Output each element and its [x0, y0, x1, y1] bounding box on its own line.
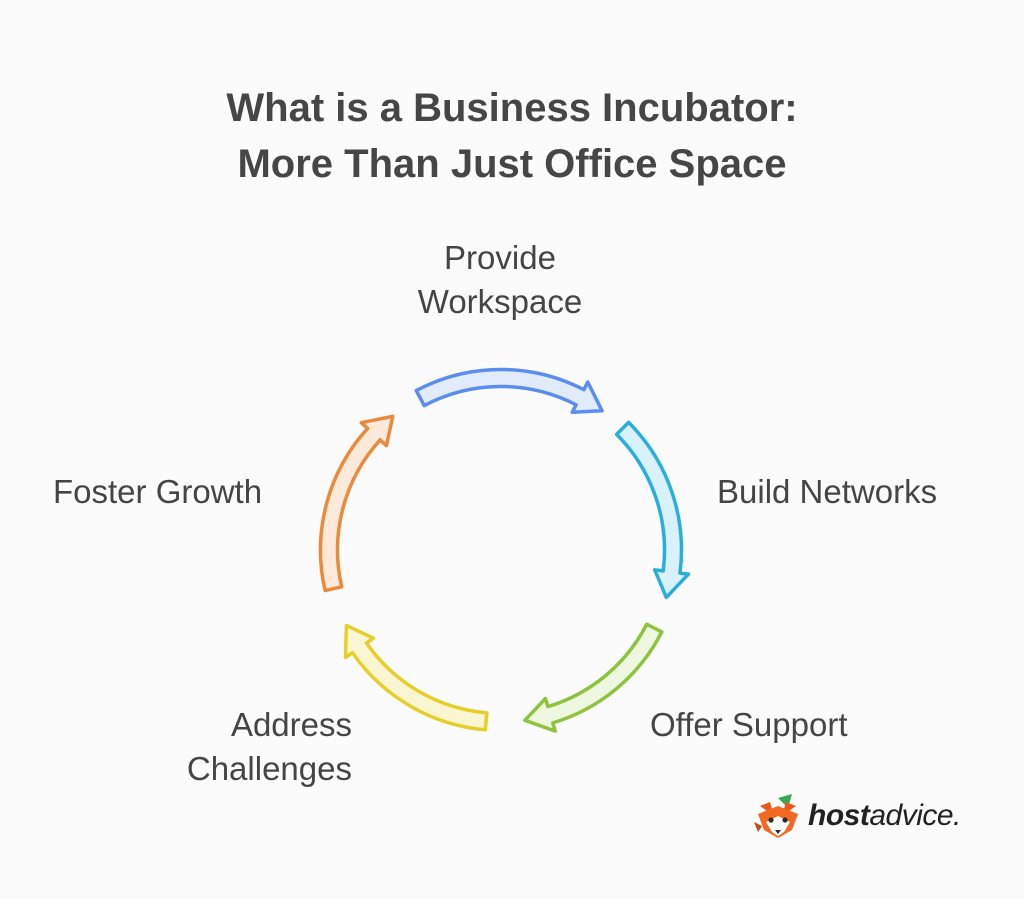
step-label-address-challenges: Address Challenges: [150, 703, 352, 791]
brand-advice-text: advice.: [869, 799, 961, 832]
step-label-provide-workspace: Provide Workspace: [380, 236, 620, 324]
brand-host-text: host: [808, 799, 870, 832]
step-label-address-line-1: Address: [230, 706, 352, 743]
diagram-title-line-2: More Than Just Office Space: [237, 142, 787, 186]
step-label-build-line-1: Build Networks: [717, 473, 938, 510]
hostadvice-brand: hostadvice.: [752, 792, 961, 840]
step-label-provide-line-2: Workspace: [417, 283, 583, 320]
diagram-title-line-1: What is a Business Incubator:: [226, 86, 798, 130]
step-label-offer-support: Offer Support: [650, 703, 848, 747]
step-label-address-line-2: Challenges: [186, 750, 352, 787]
cycle-arrow-foster: [318, 414, 395, 593]
step-label-foster-growth: Foster Growth: [53, 470, 262, 514]
step-label-provide-line-1: Provide: [444, 239, 556, 276]
cycle-arrow-build: [614, 420, 691, 600]
step-label-build-networks: Build Networks: [717, 470, 937, 514]
cycle-arrow-provide: [414, 367, 604, 415]
cycle-arrow-address: [343, 623, 489, 732]
cycle-arrow-offer: [523, 622, 664, 733]
brand-wordmark: hostadvice.: [808, 799, 961, 833]
step-label-offer-line-1: Offer Support: [650, 706, 848, 743]
fox-mascot-icon: [754, 794, 798, 838]
step-label-foster-line-1: Foster Growth: [53, 473, 263, 510]
